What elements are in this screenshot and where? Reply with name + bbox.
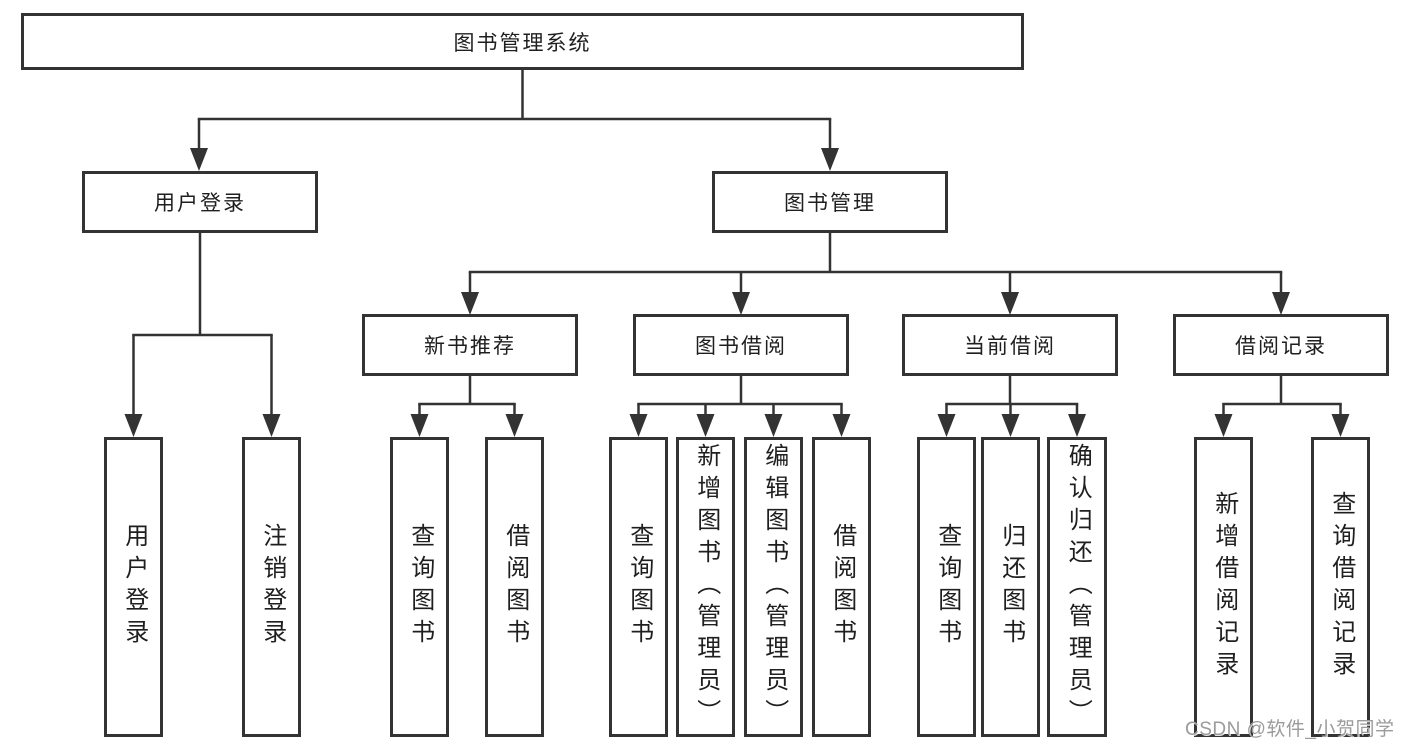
leaf-bb-edit-books-admin: 编辑图书（管理员） [744, 437, 803, 737]
node-book-management-label: 图书管理 [784, 192, 876, 215]
leaf-bb-borrow-books-label: 借阅图书 [828, 523, 856, 651]
leaf-cb-return-books-label: 归还图书 [997, 523, 1025, 651]
leaf-cb-query-books-label: 查询图书 [933, 523, 961, 651]
leaf-nb-query-books: 查询图书 [390, 437, 449, 737]
node-current-borrowing-label: 当前借阅 [964, 335, 1056, 358]
node-new-book-recommend: 新书推荐 [362, 314, 578, 376]
node-user-login-label: 用户登录 [154, 192, 246, 215]
leaf-nb-borrow-books: 借阅图书 [485, 437, 544, 737]
leaf-br-query-borrow-record: 查询借阅记录 [1311, 437, 1370, 737]
node-book-borrowing: 图书借阅 [633, 314, 849, 376]
leaf-bb-borrow-books: 借阅图书 [812, 437, 871, 737]
node-book-borrowing-label: 图书借阅 [695, 335, 787, 358]
leaf-bb-query-books-label: 查询图书 [625, 523, 653, 651]
node-borrowing-records: 借阅记录 [1173, 314, 1389, 376]
watermark: CSDN @软件_小贺同学 [1185, 719, 1395, 740]
node-root-label: 图书管理系统 [453, 31, 592, 55]
leaf-cb-query-books: 查询图书 [917, 437, 976, 737]
leaf-user-login-label: 用户登录 [120, 523, 148, 651]
leaf-bb-add-books-admin-label: 新增图书（管理员） [692, 443, 720, 731]
leaf-br-add-borrow-record: 新增借阅记录 [1194, 437, 1253, 737]
leaf-bb-edit-books-admin-label: 编辑图书（管理员） [760, 443, 788, 731]
node-borrowing-records-label: 借阅记录 [1235, 335, 1327, 358]
node-user-login: 用户登录 [82, 171, 318, 233]
leaf-cb-confirm-return-admin: 确认归还（管理员） [1047, 437, 1107, 737]
leaf-nb-query-books-label: 查询图书 [406, 523, 434, 651]
leaf-nb-borrow-books-label: 借阅图书 [501, 523, 529, 651]
leaf-cb-return-books: 归还图书 [981, 437, 1040, 737]
leaf-br-query-borrow-record-label: 查询借阅记录 [1327, 491, 1355, 683]
node-new-book-recommend-label: 新书推荐 [424, 335, 516, 358]
leaf-logout: 注销登录 [242, 437, 301, 737]
leaf-logout-label: 注销登录 [258, 523, 286, 651]
node-book-management: 图书管理 [712, 171, 948, 233]
node-current-borrowing: 当前借阅 [902, 314, 1118, 376]
leaf-bb-add-books-admin: 新增图书（管理员） [676, 437, 735, 737]
leaf-cb-confirm-return-admin-label: 确认归还（管理员） [1064, 443, 1092, 731]
node-root: 图书管理系统 [21, 13, 1024, 70]
leaf-user-login: 用户登录 [104, 437, 163, 737]
leaf-bb-query-books: 查询图书 [609, 437, 668, 737]
leaf-br-add-borrow-record-label: 新增借阅记录 [1210, 491, 1238, 683]
